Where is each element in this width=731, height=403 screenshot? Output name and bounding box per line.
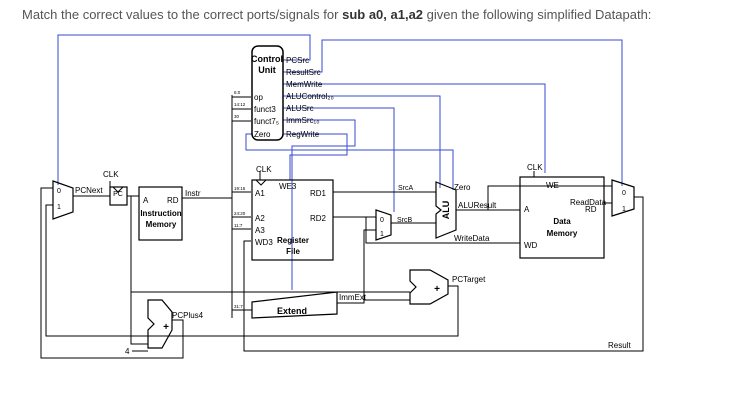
regfile-a3: A3 [255, 226, 265, 235]
pctarget-label: PCTarget [452, 275, 486, 284]
imem-label-1: Instruction [140, 209, 181, 218]
result-label: Result [608, 341, 631, 350]
control-output-memwrite: MemWrite [286, 80, 323, 89]
pc-label: PC [113, 191, 123, 198]
srcb-mux [375, 209, 392, 241]
extend-unit [251, 291, 338, 319]
regfile-clk-label: CLK [256, 165, 272, 174]
writedata-label: WriteData [454, 234, 490, 243]
dmem-label-1: Data [553, 217, 571, 226]
bits-imm: 31:7 [234, 304, 243, 309]
control-output-alusrc: ALUSrc [286, 104, 314, 113]
alu-label: ALU [441, 201, 451, 220]
srca-label: SrcA [398, 185, 414, 192]
bit-field-labels: 6:0 14:12 30 19:15 24:20 11:7 31:7 [234, 90, 246, 309]
dmem-label-2: Memory [547, 229, 578, 238]
pcnext-label: PCNext [75, 186, 103, 195]
control-output-resultsrc: ResultSrc [286, 68, 321, 77]
control-unit-title-2: Unit [258, 65, 276, 75]
dmem-port-rd: RD [585, 205, 597, 214]
pcnext-mux-1: 1 [57, 204, 61, 211]
pctarget-plus: + [434, 284, 440, 295]
control-input-op: op [254, 93, 263, 102]
srcb-label: SrcB [397, 217, 413, 224]
alu-shape [435, 181, 457, 239]
regfile-label-2: File [286, 247, 300, 256]
control-unit-box [251, 45, 284, 141]
control-output-alucontrol: ALUControl₂₀ [286, 92, 334, 101]
result-mux-0: 0 [622, 190, 626, 197]
control-input-funct7: funct7₅ [254, 117, 279, 126]
alu-zero-label: Zero [454, 183, 471, 192]
dmem-clk-label: CLK [527, 163, 543, 172]
regfile-we3: WE3 [279, 182, 297, 191]
extend-label: Extend [277, 306, 307, 316]
imem-port-a: A [143, 196, 149, 205]
regfile-rd2: RD2 [310, 214, 327, 223]
dmem-we: WE [546, 181, 559, 190]
data-wires [40, 95, 644, 359]
pc-clk-label: CLK [103, 170, 119, 179]
immext-label: ImmExt [339, 293, 367, 302]
dmem-port-wd: WD [524, 241, 538, 250]
regfile-label-1: Register [277, 236, 309, 245]
question-prefix: Match the correct values to the correct … [22, 7, 339, 22]
regfile-clock-triangle [255, 179, 267, 186]
readdata-label: ReadData [570, 198, 607, 207]
data-memory-box [519, 176, 605, 259]
bits-a1: 19:15 [234, 186, 246, 191]
control-output-immsrc: ImmSrc₁₀ [286, 116, 320, 125]
result-mux [611, 179, 635, 217]
control-input-funct3: funct3 [254, 105, 276, 114]
regfile-wd3: WD3 [255, 238, 273, 247]
constant-four: 4 [125, 347, 130, 356]
srcb-mux-1: 1 [380, 231, 384, 238]
regfile-a2: A2 [255, 214, 265, 223]
pcplus4-plus: + [163, 322, 169, 333]
pcplus4-adder [147, 299, 173, 349]
imem-port-rd: RD [167, 196, 179, 205]
control-unit-title: Control [251, 54, 283, 64]
register-file-box [251, 179, 334, 261]
bits-op: 6:0 [234, 90, 241, 95]
regfile-rd1: RD1 [310, 189, 327, 198]
instruction-text: sub a0, a1,a2 [342, 7, 424, 22]
srcb-mux-0: 0 [380, 217, 384, 224]
bits-a3: 11:7 [234, 223, 243, 228]
imem-label-2: Memory [146, 220, 177, 229]
control-wires [57, 34, 623, 290]
aluresult-label: ALUResult [458, 201, 497, 210]
bits-funct3: 14:12 [234, 102, 246, 107]
pctarget-adder [409, 269, 449, 305]
dmem-port-a: A [524, 205, 530, 214]
result-mux-1: 1 [622, 206, 626, 213]
pcnext-mux-0: 0 [57, 188, 61, 195]
pcnext-mux [52, 180, 74, 220]
control-output-pcsrc: PCSrc [286, 56, 309, 65]
pcplus4-label: PCPlus4 [172, 311, 204, 320]
regfile-a1: A1 [255, 189, 265, 198]
question-suffix: given the following simplified Datapath: [426, 7, 652, 22]
control-input-zero: Zero [254, 130, 271, 139]
instruction-memory-box [138, 186, 183, 241]
bits-funct7: 30 [234, 114, 240, 119]
bits-a2: 24:20 [234, 211, 246, 216]
control-outputs: PCSrc ResultSrc MemWrite ALUControl₂₀ AL… [286, 56, 334, 139]
instr-label: Instr [185, 189, 201, 198]
pc-clock-triangle [112, 186, 124, 193]
question-text: Match the correct values to the correct … [22, 7, 651, 22]
control-output-regwrite: RegWrite [286, 130, 320, 139]
pc-register [109, 186, 128, 206]
